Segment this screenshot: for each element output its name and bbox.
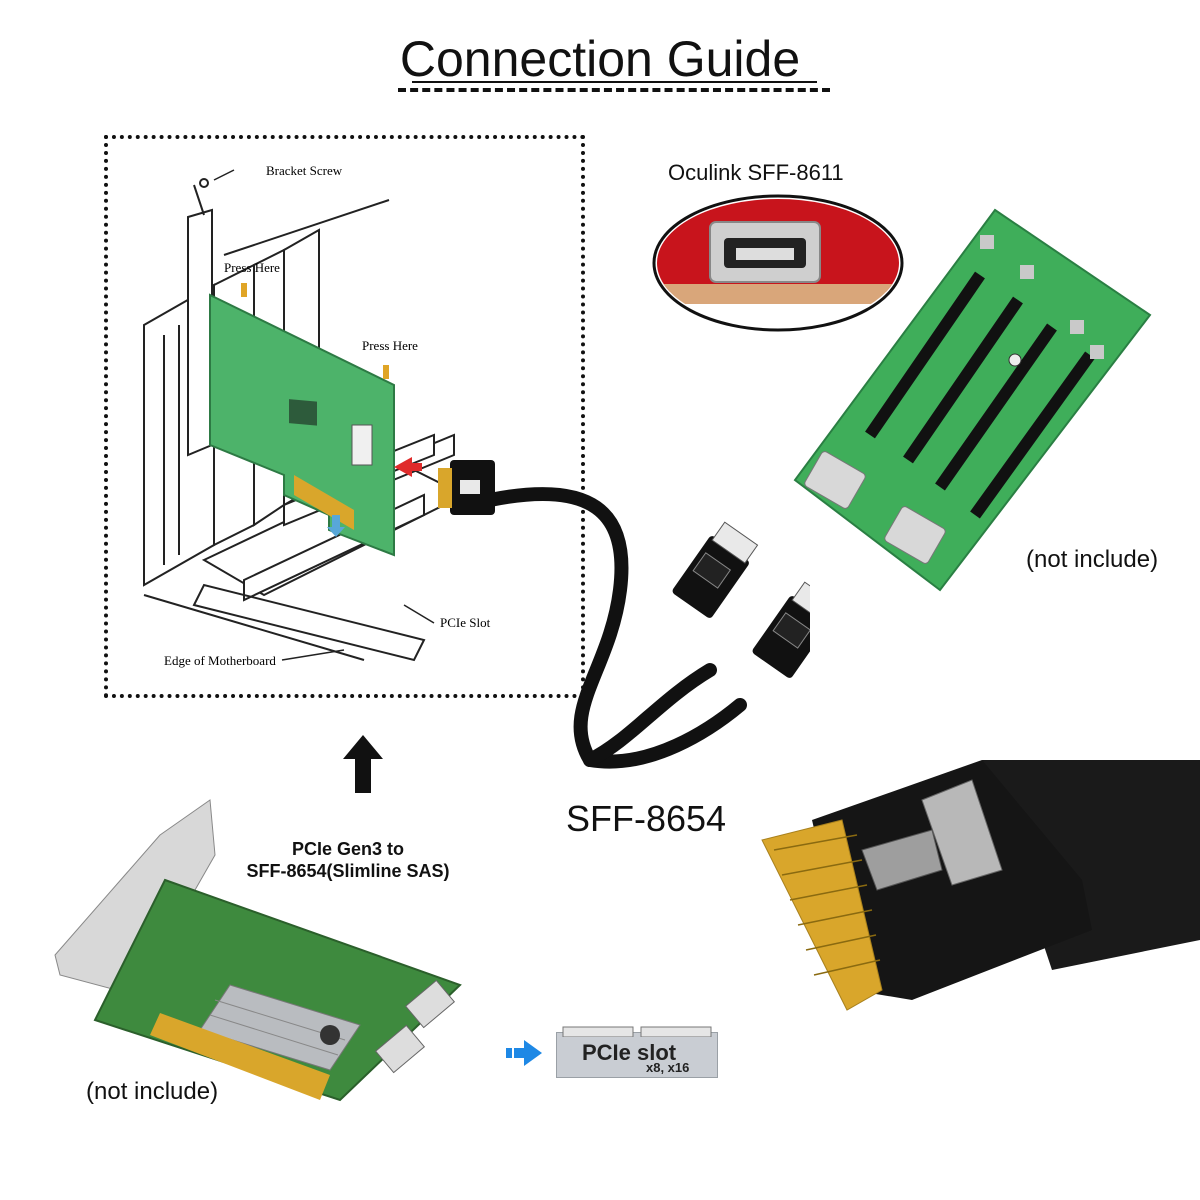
oculink-pcie-board bbox=[793, 208, 1152, 592]
up-arrow-icon bbox=[343, 735, 383, 793]
pcie-slot-badge-sub: x8, x16 bbox=[646, 1060, 690, 1075]
card-label: PCIe Gen3 to SFF-8654(Slimline SAS) bbox=[246, 839, 450, 881]
title-underline bbox=[412, 81, 817, 83]
not-include-label-left: (not include) bbox=[86, 1078, 219, 1105]
oculink-port-closeup bbox=[652, 194, 904, 332]
not-include-label-right: (not include) bbox=[1026, 546, 1159, 573]
cable-label: SFF-8654 bbox=[566, 798, 727, 839]
pcie-hba-card bbox=[54, 799, 462, 1102]
right-arrow-icon bbox=[506, 1040, 542, 1066]
install-diagram-frame bbox=[104, 135, 585, 698]
pcie-slot-label: PCIe Slot bbox=[440, 615, 491, 630]
page-title: Connection Guide bbox=[399, 31, 801, 87]
oculink-label: Oculink SFF-8611 bbox=[668, 160, 844, 185]
bracket-screw-label: Bracket Screw bbox=[266, 163, 343, 178]
splitter-cable bbox=[438, 460, 810, 769]
pcie-slot-badge bbox=[556, 1026, 718, 1078]
title-dashed-rule bbox=[398, 88, 830, 92]
sff8654-connector-closeup bbox=[761, 760, 1200, 1011]
pcie-slot-badge-main: PCIe slot bbox=[582, 1040, 677, 1065]
edge-of-motherboard-label: Edge of Motherboard bbox=[164, 653, 276, 668]
install-diagram: Bracket Screw Press Here Press Here PCIe… bbox=[143, 163, 491, 668]
press-here-label-2: Press Here bbox=[362, 338, 418, 353]
press-here-label-1: Press Here bbox=[224, 260, 280, 275]
